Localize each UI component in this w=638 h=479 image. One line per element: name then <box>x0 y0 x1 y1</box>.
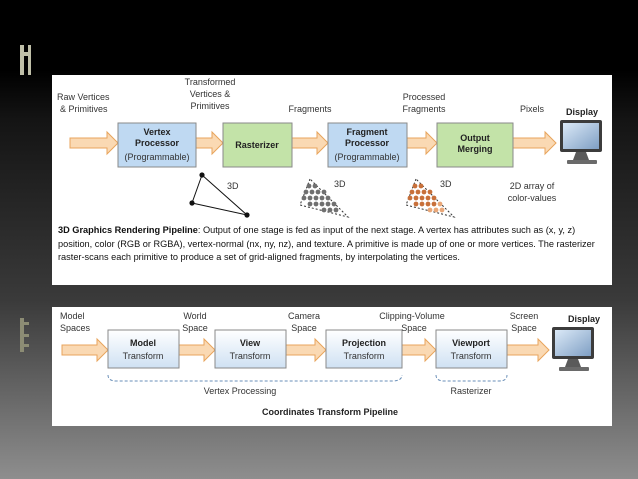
model-transform-sub: Transform <box>123 351 164 361</box>
output-merging-box <box>436 122 514 168</box>
display-label: Display <box>568 314 600 324</box>
rasterizer-title: Rasterizer <box>235 140 279 150</box>
screen-space-label: Space <box>511 323 537 333</box>
fragment-processor-title: Processor <box>345 138 390 148</box>
clipping-volume-label: Clipping-Volume <box>379 311 445 321</box>
world-space-label: World <box>183 311 206 321</box>
tag-3d: 3D <box>334 179 346 189</box>
rendering-pipeline-diagram: Vertex Processor (Programmable) Rasteriz… <box>57 77 602 218</box>
rasterizer-label: Rasterizer <box>450 386 491 396</box>
caption-title: 3D Graphics Rendering Pipeline <box>58 225 198 235</box>
screen-space-label: Screen <box>510 311 539 321</box>
model-spaces-label: Spaces <box>60 323 91 333</box>
tag-3d: 3D <box>227 181 239 191</box>
raw-vertices-label: & Primitives <box>60 104 108 114</box>
flow-arrow <box>401 337 437 363</box>
clipping-volume-label: Space <box>401 323 427 333</box>
array-label: color-values <box>508 193 557 203</box>
flow-arrow <box>512 130 557 156</box>
coordinates-pipeline-panel: Model Transform View Transform Projectio… <box>52 307 612 426</box>
monitor-icon <box>552 327 594 371</box>
world-space-label: Space <box>182 323 208 333</box>
flow-arrow <box>406 130 438 156</box>
fragment-processor-title: Fragment <box>346 127 387 137</box>
raw-vertices-label: Raw Vertices <box>57 92 110 102</box>
decor-bar <box>20 45 24 75</box>
rendering-pipeline-caption: 3D Graphics Rendering Pipeline: Output o… <box>58 224 606 265</box>
display-label: Display <box>566 107 598 117</box>
projection-transform-sub: Transform <box>344 351 385 361</box>
rendering-pipeline-panel: Vertex Processor (Programmable) Rasteriz… <box>52 75 612 285</box>
flow-arrow <box>61 337 109 363</box>
camera-space-label: Space <box>291 323 317 333</box>
coordinates-pipeline-title: Coordinates Transform Pipeline <box>262 407 398 417</box>
transformed-label: Vertices & <box>190 89 231 99</box>
output-merging-title: Output <box>460 133 490 143</box>
camera-space-label: Camera <box>288 311 320 321</box>
processed-fragment-cluster <box>405 178 456 218</box>
model-transform-box <box>107 329 180 369</box>
rasterizer-bracket <box>435 374 508 382</box>
projection-transform-box <box>325 329 403 369</box>
viewport-transform-sub: Transform <box>451 351 492 361</box>
array-label: 2D array of <box>510 181 555 191</box>
view-transform-title: View <box>240 338 261 348</box>
decor-bar <box>20 318 24 352</box>
decor-bar <box>24 344 29 347</box>
vertex-processing-label: Vertex Processing <box>204 386 277 396</box>
transformed-label: Primitives <box>190 101 230 111</box>
primitive-triangle <box>189 172 250 218</box>
decor-bar <box>28 45 31 75</box>
vertex-processor-box <box>117 122 197 168</box>
rasterizer-box <box>222 122 293 168</box>
output-merging-title: Merging <box>458 144 493 154</box>
decor-bar <box>24 334 29 337</box>
decor-bar <box>24 322 29 325</box>
decor-bar <box>24 52 30 56</box>
tag-3d: 3D <box>440 179 452 189</box>
processed-label: Fragments <box>402 104 446 114</box>
flow-arrow <box>285 337 327 363</box>
model-transform-title: Model <box>130 338 156 348</box>
vertex-processor-sub: (Programmable) <box>124 152 189 162</box>
vertex-processor-title: Processor <box>135 138 180 148</box>
vertex-processor-title: Vertex <box>143 127 170 137</box>
flow-arrow <box>506 337 550 363</box>
flow-arrow <box>69 130 119 156</box>
view-transform-box <box>214 329 287 369</box>
model-spaces-label: Model <box>60 311 85 321</box>
fragment-processor-sub: (Programmable) <box>334 152 399 162</box>
transformed-label: Transformed <box>185 77 236 87</box>
flow-arrow <box>178 337 216 363</box>
viewport-transform-box <box>435 329 508 369</box>
fragment-processor-box <box>327 122 408 168</box>
projection-transform-title: Projection <box>342 338 386 348</box>
fragment-cluster <box>299 178 350 218</box>
fragments-label: Fragments <box>288 104 332 114</box>
monitor-icon <box>560 120 602 164</box>
flow-arrow <box>195 130 224 156</box>
flow-arrow <box>291 130 329 156</box>
processed-label: Processed <box>403 92 446 102</box>
vertex-processing-bracket <box>107 374 403 382</box>
coordinates-pipeline-diagram: Model Transform View Transform Projectio… <box>60 311 600 417</box>
view-transform-sub: Transform <box>230 351 271 361</box>
caption-text: : Output of one stage is fed as input of… <box>58 225 595 263</box>
viewport-transform-title: Viewport <box>452 338 490 348</box>
pixels-label: Pixels <box>520 104 545 114</box>
